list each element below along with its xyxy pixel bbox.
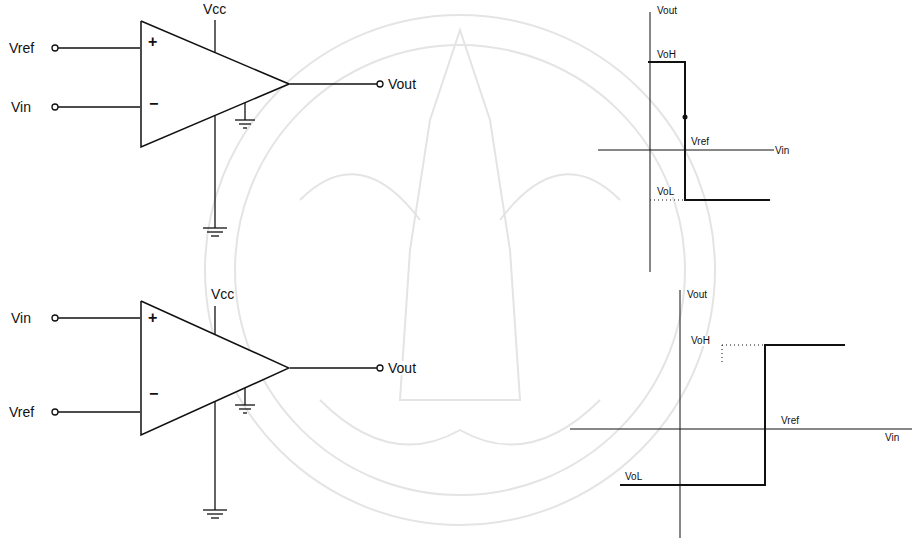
input-label: Vin (10, 100, 32, 114)
output-label: Vout (387, 77, 417, 91)
opamp-triangle-path (141, 21, 289, 147)
supply-label: Vcc (202, 2, 227, 16)
level-label: VoL (656, 187, 675, 197)
axis-label: Vin (774, 146, 790, 156)
level-label: VoH (690, 336, 711, 346)
axis-value: Vref (780, 416, 800, 426)
output-label: Vout (387, 361, 417, 375)
axis-label: Vout (686, 290, 708, 300)
input-minus-sign: − (149, 386, 158, 402)
level-label: VoL (624, 472, 643, 482)
supply-label: Vcc (210, 287, 235, 301)
axis-label: Vout (656, 6, 678, 16)
opamp-triangle: +− (140, 300, 290, 436)
input-plus-sign: + (148, 34, 157, 50)
level-label: VoH (656, 50, 677, 60)
transfer-graph (570, 290, 912, 538)
opamp-triangle-path (141, 301, 289, 435)
axis-label: Vin (884, 433, 900, 443)
axis-value: Vref (690, 137, 710, 147)
input-label: Vref (8, 405, 35, 419)
opamp-triangle: +− (140, 20, 290, 148)
transfer-graph (598, 12, 785, 272)
opamp-outline (140, 300, 290, 436)
opamp-outline (140, 20, 290, 148)
input-minus-sign: − (149, 96, 158, 112)
input-plus-sign: + (148, 310, 157, 326)
input-label: Vin (10, 311, 32, 325)
watermark-seal (205, 15, 715, 525)
circuit-wires (52, 20, 383, 518)
input-label: Vref (8, 41, 35, 55)
